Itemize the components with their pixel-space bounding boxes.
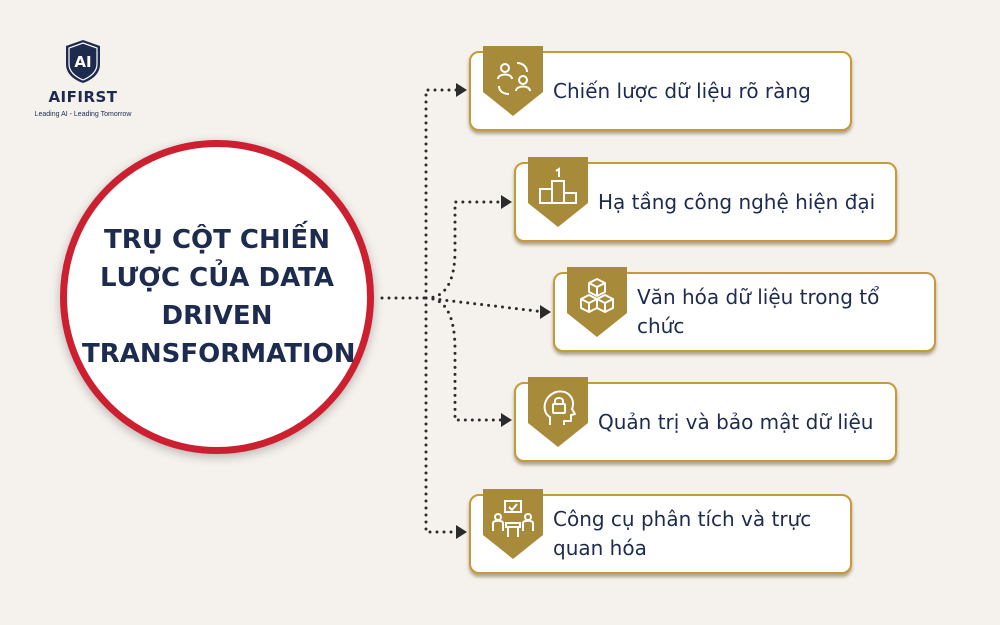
pillar-card-infrastructure: Hạ tầng công nghệ hiện đại (514, 157, 897, 242)
logo-mark: AI (74, 53, 91, 71)
brand-tagline: Leading AI - Leading Tomorrow (34, 111, 132, 118)
pillar-card-strategy: Chiến lược dữ liệu rõ ràng (469, 46, 852, 131)
pillar-label: Công cụ phân tích và trực quan hóa (553, 507, 812, 560)
connector-2 (424, 200, 509, 300)
pillar-label: Quản trị và bảo mật dữ liệu (598, 409, 874, 434)
pillar-card-analytics: Công cụ phân tích và trực quan hóa (469, 489, 852, 574)
podium-icon (528, 157, 588, 227)
connector-3 (424, 296, 547, 314)
shield-logo-icon: AI (66, 40, 100, 83)
pillar-label: Hạ tầng công nghệ hiện đại (598, 189, 876, 214)
arrowhead-3 (540, 305, 551, 319)
pillar-label: Chiến lược dữ liệu rõ ràng (553, 78, 811, 103)
strategy-people-icon (483, 46, 543, 116)
arrowhead-2 (501, 195, 512, 209)
pillar-card-governance: Quản trị và bảo mật dữ liệu (514, 377, 897, 462)
brand-name: AIFIRST (48, 88, 118, 106)
center-circle: TRỤ CỘT CHIẾN LƯỢC CỦA DATA DRIVEN TRANS… (60, 140, 374, 454)
team-analytics-icon (483, 489, 543, 559)
pillar-label: Văn hóa dữ liệu trong tổ chức (637, 285, 880, 338)
pillar-card-culture: Văn hóa dữ liệu trong tổ chức (553, 267, 936, 352)
connector-4 (424, 296, 509, 422)
head-lock-icon (528, 377, 588, 447)
arrowhead-4 (501, 413, 512, 427)
boxes-icon (567, 267, 627, 337)
arrowhead-5 (456, 525, 467, 539)
center-title: TRỤ CỘT CHIẾN LƯỢC CỦA DATA DRIVEN TRANS… (82, 225, 356, 369)
badge (528, 157, 588, 227)
badge (567, 267, 627, 337)
badge (528, 377, 588, 447)
badge (483, 46, 543, 116)
brand-logo: AI AIFIRST Leading AI - Leading Tomorrow (28, 38, 138, 118)
arrowhead-1 (456, 83, 467, 97)
badge (483, 489, 543, 559)
connector-1 (424, 88, 464, 300)
connector-5 (424, 296, 464, 534)
